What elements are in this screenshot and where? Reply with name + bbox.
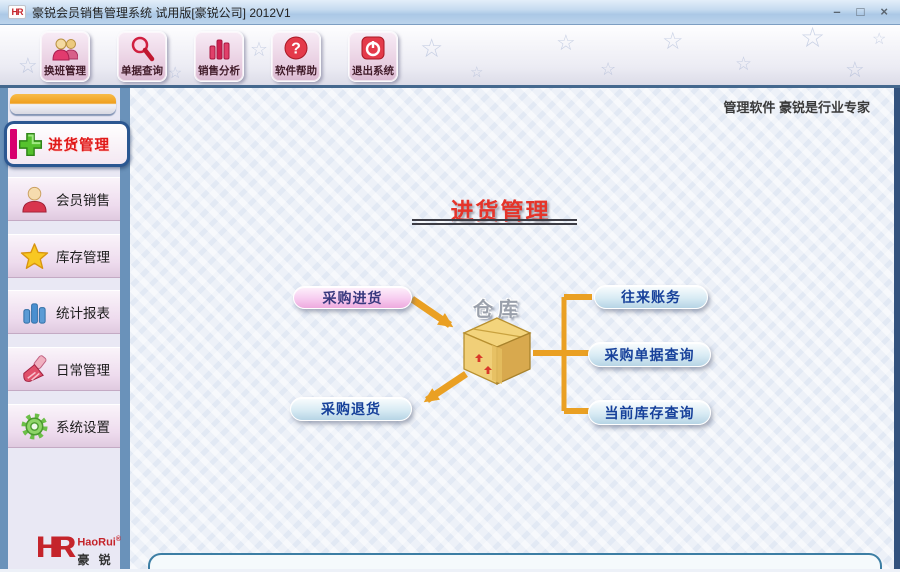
warehouse-box-icon [462,317,532,386]
sidebar-top-bar [10,94,116,114]
sidebar: 进货管理 会员销售 库存管理 [0,88,130,569]
gear-icon [21,412,48,440]
purchase-return-button[interactable]: 采购退货 [290,397,412,421]
sales-analysis-button[interactable]: 销售分析 [194,31,244,82]
sidebar-active-label: 进货管理 [48,137,110,154]
toolbar-button-label: 换班管理 [44,65,86,77]
app-logo-icon: HR [8,5,26,19]
logo-monogram: HR [36,531,75,564]
logo-chinese-name: 豪 锐 [77,552,114,567]
purchase-inflow-button[interactable]: 采购进货 [293,286,412,309]
window-right-edge [894,88,900,569]
shift-people-icon [52,38,78,61]
star-decoration: ☆ [420,33,444,63]
green-plus-icon [18,132,43,156]
sidebar-item-purchase-management-active[interactable]: 进货管理 [4,121,130,167]
sidebar-item-label: 日常管理 [56,363,110,378]
logo-name: HaoRui® [77,536,122,549]
magnifier-icon [131,36,155,62]
sidebar-item-label: 系统设置 [56,420,110,435]
minimize-button[interactable]: – [833,4,841,19]
help-question-icon: ? [284,36,308,60]
sidebar-item-label: 统计报表 [56,306,110,321]
exit-system-button[interactable]: 退出系统 [348,31,398,82]
star-decoration: ☆ [800,25,826,53]
footer-panel [148,553,882,569]
member-person-icon [22,186,47,213]
star-icon [20,242,49,269]
bar-chart-icon [209,39,230,60]
maximize-button[interactable]: □ [856,4,865,19]
toolbar-button-label: 单据查询 [121,65,163,77]
main-area: 进货管理 会员销售 库存管理 [0,88,900,569]
sidebar-item-member-sales[interactable]: 会员销售 [8,177,120,221]
toolbar: ☆ ☆ ☆ ☆ ☆ ☆ ☆ ☆ ☆ ☆ ☆ ☆ 换班管理 单据查询 [0,25,900,88]
title-underline [412,219,577,225]
sidebar-item-label: 库存管理 [56,250,110,265]
star-decoration: ☆ [872,31,887,48]
toolbar-button-label: 软件帮助 [275,65,317,77]
power-exit-icon [361,36,385,60]
sidebar-item-system-settings[interactable]: 系统设置 [8,404,120,448]
brand-slogan: 管理软件 豪锐是行业专家 [723,100,870,115]
star-decoration: ☆ [18,53,38,78]
report-bars-icon [23,302,46,324]
current-inventory-query-button[interactable]: 当前库存查询 [588,400,711,425]
star-decoration: ☆ [168,65,183,82]
brush-icon [23,354,47,382]
warehouse-label: 仓库 [473,299,523,321]
receipt-query-button[interactable]: 单据查询 [117,31,167,82]
star-decoration: ☆ [250,39,268,61]
star-decoration: ☆ [600,59,617,79]
star-decoration: ☆ [470,64,484,81]
toolbar-button-label: 退出系统 [352,65,394,77]
active-indicator-bar [10,129,17,159]
sidebar-item-daily-management[interactable]: 日常管理 [8,347,120,391]
close-button[interactable]: × [880,4,888,19]
content-area: 管理软件 豪锐是行业专家 进货管理 仓库 [130,88,900,569]
sidebar-item-label: 会员销售 [56,193,110,208]
software-help-button[interactable]: ? 软件帮助 [271,31,321,82]
star-decoration: ☆ [845,57,865,82]
haorui-logo: HR HaoRui® 豪 锐 [36,531,122,568]
star-decoration: ☆ [662,28,684,55]
sidebar-item-statistics-reports[interactable]: 统计报表 [8,290,120,334]
star-decoration: ☆ [556,30,576,55]
sidebar-item-inventory-management[interactable]: 库存管理 [8,234,120,278]
title-bar: HR 豪锐会员销售管理系统 试用版[豪锐公司] 2012V1 – □ × [0,0,900,25]
toolbar-button-label: 销售分析 [198,65,240,77]
window-title: 豪锐会员销售管理系统 试用版[豪锐公司] 2012V1 [32,5,291,20]
current-accounts-button[interactable]: 往来账务 [594,285,708,309]
star-decoration: ☆ [735,54,753,75]
svg-text:?: ? [291,41,301,58]
shift-management-button[interactable]: 换班管理 [40,31,90,82]
purchase-receipt-query-button[interactable]: 采购单据查询 [588,342,711,367]
